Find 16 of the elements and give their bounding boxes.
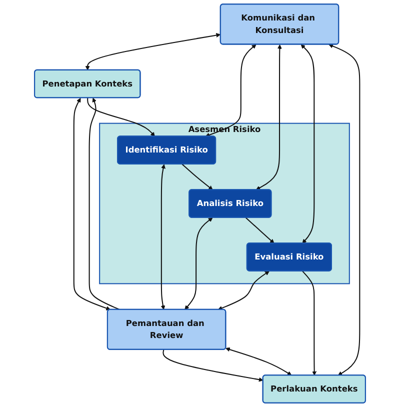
arrow xyxy=(182,164,213,190)
arrow xyxy=(300,44,315,244)
arrow xyxy=(302,270,317,376)
arrow xyxy=(225,347,292,376)
arrow xyxy=(256,44,282,190)
arrow xyxy=(245,217,274,244)
arrow xyxy=(162,350,264,382)
arrow xyxy=(73,98,111,310)
arrow xyxy=(88,98,120,310)
arrow xyxy=(205,44,256,138)
arrow xyxy=(85,33,221,70)
arrow xyxy=(184,218,213,310)
arrow xyxy=(328,44,360,376)
arrow xyxy=(218,270,270,310)
arrow xyxy=(87,98,155,137)
arrow xyxy=(160,164,166,310)
